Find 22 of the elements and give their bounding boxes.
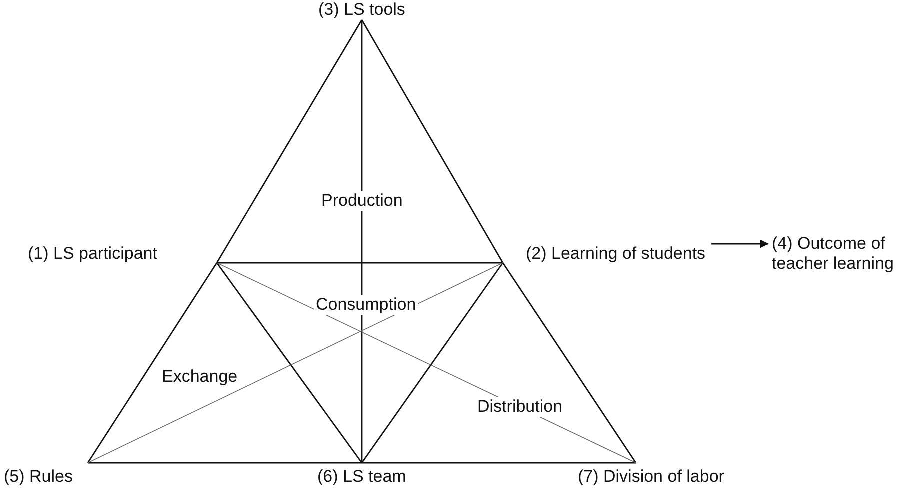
connector-line: [362, 462, 636, 464]
connector-line: [216, 262, 363, 464]
connector-line: [88, 262, 504, 464]
connector-line: [216, 20, 363, 264]
connector-line: [361, 20, 504, 264]
vertex-label: (4) Outcome of teacher learning: [772, 234, 919, 274]
connector-line: [87, 262, 218, 464]
vertex-label: (3) LS tools: [318, 0, 406, 20]
connector-line: [502, 262, 637, 464]
connector-line: [361, 262, 504, 464]
vertex-label: (1) LS participant: [28, 244, 158, 264]
connector-line: [361, 20, 363, 463]
vertex-label: (2) Learning of students: [526, 244, 706, 264]
connector-line: [88, 462, 362, 464]
sector-label: Exchange: [160, 367, 240, 387]
vertex-label: (7) Division of labor: [578, 467, 724, 487]
vertex-label: (6) LS team: [318, 467, 406, 487]
sector-label: Consumption: [314, 295, 418, 315]
vertex-label: (5) Rules: [4, 467, 73, 487]
connector-line: [217, 262, 503, 264]
arrow: [712, 240, 769, 248]
sector-label: Production: [320, 191, 405, 211]
